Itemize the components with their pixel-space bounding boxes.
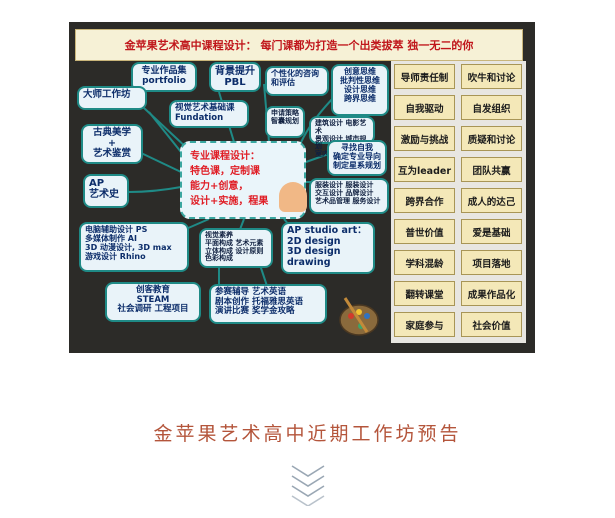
core-line-1: 专业课程设计：: [190, 151, 260, 162]
core-line-2: 特色课，定制课: [190, 166, 260, 177]
palette-icon: [339, 297, 379, 336]
ap-studio-bubble: AP studio art： 2D design 3D design drawi…: [281, 222, 375, 274]
tile-17: 社会价值: [461, 312, 522, 337]
tile-16: 家庭参与: [394, 312, 455, 337]
master-studio-bubble: 大师工作坊: [77, 86, 147, 110]
course-design-board: 金苹果艺术高中课程设计： 每门课都为打造一个出类拔萃 独一无二的你 专业作品集 …: [69, 22, 535, 353]
tile-14: 翻转课堂: [394, 281, 455, 306]
english-bubble: 参赛辅导 艺术英语 剧本创作 托福雅思英语 演讲比赛 奖学金攻略: [209, 284, 327, 324]
steam-bubble: 创客教育 STEAM 社会调研 工程项目: [105, 282, 201, 322]
tile-3: 自发组织: [461, 95, 522, 120]
chevron-down-icon[interactable]: [288, 462, 328, 506]
fashion-design-bubble: 服装设计 服装设计 交互设计 品牌设计 艺术品管理 服务设计: [309, 178, 389, 214]
tile-6: 互为leader: [394, 157, 455, 182]
core-line-4: 设计+实施，程果: [190, 196, 269, 207]
hand-illustration: [279, 182, 307, 212]
tile-5: 质疑和讨论: [461, 126, 522, 151]
tile-4: 激励与挑战: [394, 126, 455, 151]
pbl-bubble: 背景提升 PBL: [209, 62, 261, 92]
tile-9: 成人的达己: [461, 188, 522, 213]
tile-7: 团队共赢: [461, 157, 522, 182]
thinking-bubble: 创意思维 批判性思维 设计思维 跨界思维: [331, 64, 389, 116]
self-discovery-bubble: 寻找自我 确定专业导向 制定星系规划: [327, 140, 387, 176]
values-panel: 导师责任制 吹牛和讨论 自我驱动 自发组织 激励与挑战 质疑和讨论 互为lead…: [391, 61, 526, 343]
tile-8: 跨界合作: [394, 188, 455, 213]
tile-2: 自我驱动: [394, 95, 455, 120]
visual-literacy-bubble: 视觉素养 平面构成 艺术元素 立体构成 设计原则 色彩构成: [199, 228, 273, 268]
aesthetics-bubble: 古典美学 + 艺术鉴赏: [81, 124, 143, 164]
tile-10: 普世价值: [394, 219, 455, 244]
fundation-bubble: 视觉艺术基础课 Fundation: [169, 100, 249, 128]
consult-bubble: 个性化的咨询 和评估: [265, 66, 329, 96]
core-line-3: 能力+创意，: [190, 181, 249, 192]
tile-0: 导师责任制: [394, 64, 455, 89]
tile-15: 成果作品化: [461, 281, 522, 306]
workshop-preview-title: 金苹果艺术高中近期工作坊预告: [153, 423, 462, 445]
tile-13: 项目落地: [461, 250, 522, 275]
ap-art-history-bubble: AP 艺术史: [83, 174, 129, 208]
tile-1: 吹牛和讨论: [461, 64, 522, 89]
tile-12: 学科混龄: [394, 250, 455, 275]
computer-design-bubble: 电脑辅助设计 PS 多媒体制作 AI 3D 动漫设计, 3D max 游戏设计 …: [79, 222, 189, 272]
banner-title: 金苹果艺术高中课程设计： 每门课都为打造一个出类拔萃 独一无二的你: [75, 29, 523, 61]
tile-11: 爱是基础: [461, 219, 522, 244]
strategy-bubble: 申请策略 智囊规划: [265, 106, 305, 138]
